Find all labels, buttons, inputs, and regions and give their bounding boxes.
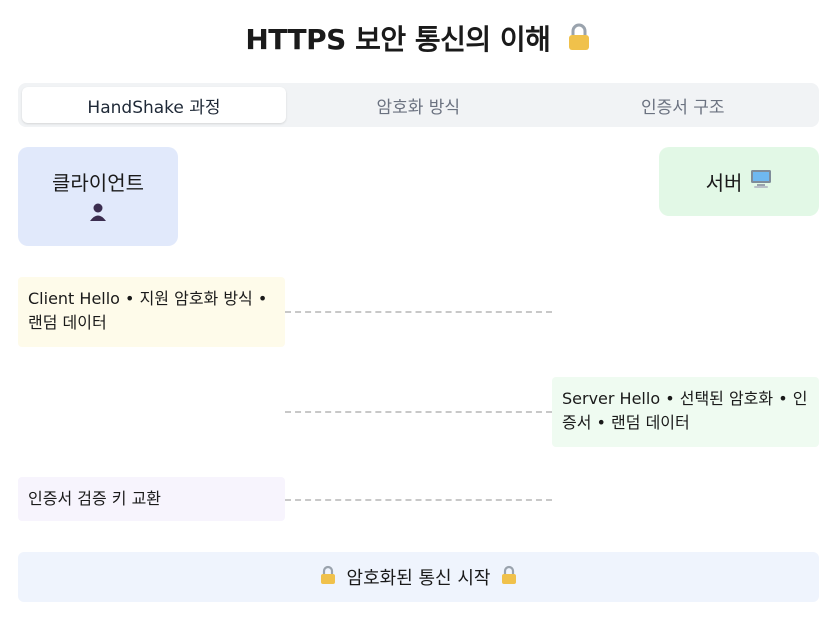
encrypted-banner: 암호화된 통신 시작 xyxy=(18,552,819,602)
client-box: 클라이언트 xyxy=(18,147,178,246)
message-key-exchange: 인증서 검증 키 교환 xyxy=(18,477,285,521)
server-box: 서버 xyxy=(659,147,819,216)
tab-certificate[interactable]: 인증서 구조 xyxy=(640,97,725,118)
lock-icon xyxy=(319,565,337,590)
title-text: HTTPS 보안 통신의 이해 xyxy=(245,23,551,56)
arrow-line xyxy=(285,499,552,501)
user-icon xyxy=(88,202,108,227)
lock-icon xyxy=(566,23,592,58)
arrow-line xyxy=(285,411,552,413)
client-label: 클라이언트 xyxy=(52,170,144,195)
tab-bar: HandShake 과정 암호화 방식 인증서 구조 xyxy=(18,83,819,127)
arrow-line xyxy=(285,311,552,313)
lock-icon xyxy=(500,565,518,590)
message-client-hello: Client Hello • 지원 암호화 방식 • 랜덤 데이터 xyxy=(18,277,285,347)
page-title: HTTPS 보안 통신의 이해 xyxy=(0,18,837,58)
server-label: 서버 xyxy=(705,171,743,195)
tab-encryption[interactable]: 암호화 방식 xyxy=(376,97,461,118)
footer-text: 암호화된 통신 시작 xyxy=(346,568,491,589)
tab-handshake[interactable]: HandShake 과정 xyxy=(22,87,286,123)
computer-icon xyxy=(750,169,772,194)
message-server-hello: Server Hello • 선택된 암호화 • 인증서 • 랜덤 데이터 xyxy=(552,377,819,447)
